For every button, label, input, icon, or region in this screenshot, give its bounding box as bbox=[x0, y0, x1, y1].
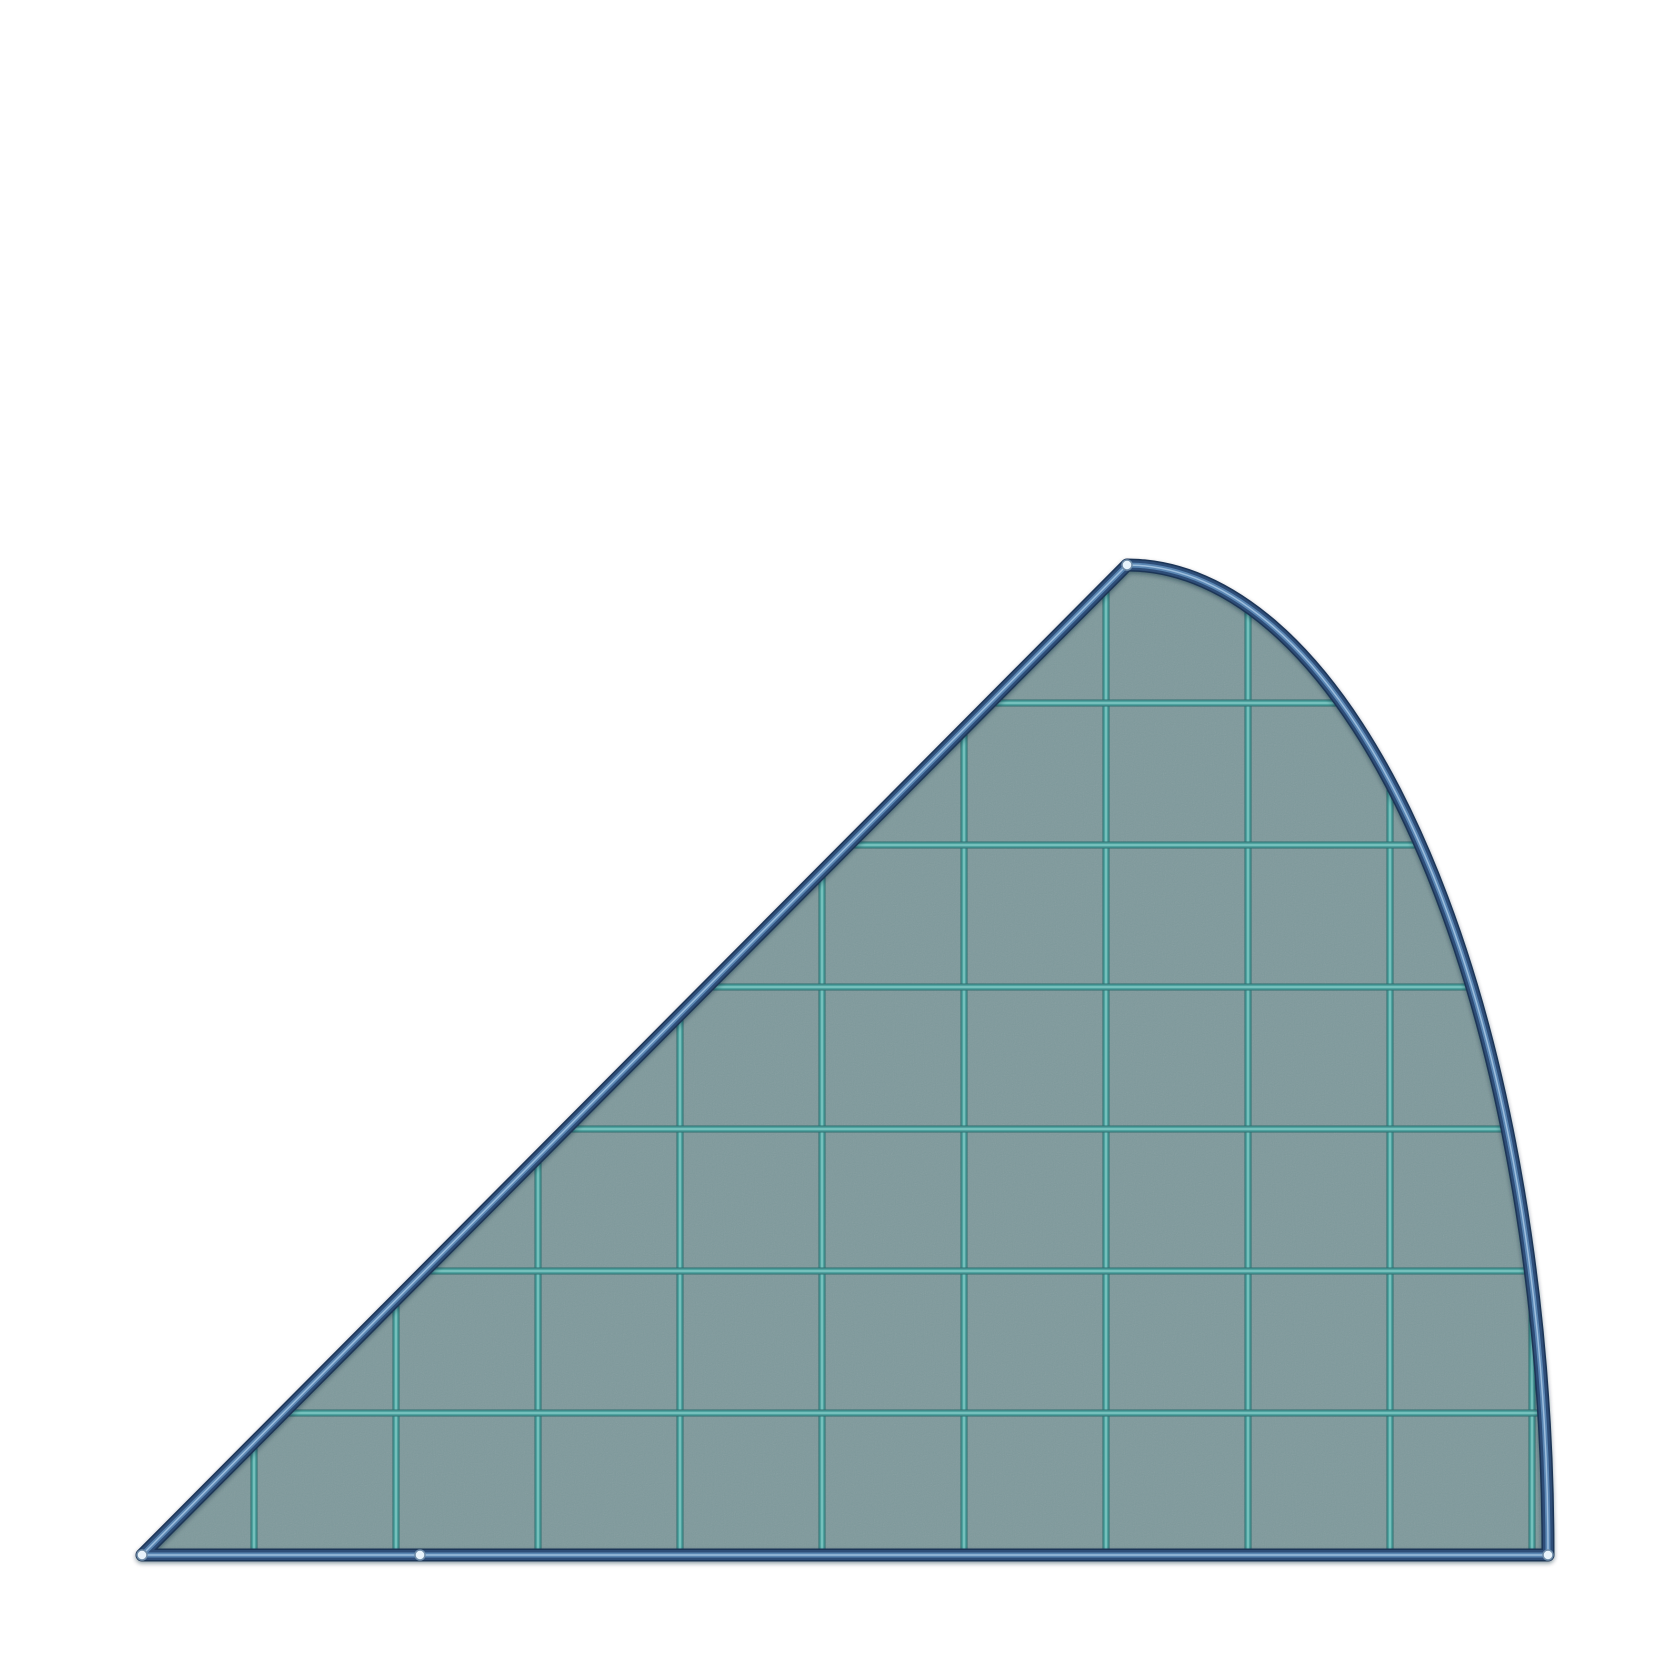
right-corner-stud bbox=[1542, 1549, 1554, 1561]
board-surface bbox=[135, 558, 1555, 1562]
left-corner-stud bbox=[136, 1549, 148, 1561]
frame-highlight bbox=[141, 564, 1549, 1556]
board-frame bbox=[135, 558, 1555, 1562]
base-stud bbox=[414, 1549, 426, 1561]
corner-studs bbox=[136, 559, 1554, 1561]
board-tile-area bbox=[142, 565, 1548, 1555]
apex-stud bbox=[1121, 559, 1133, 571]
